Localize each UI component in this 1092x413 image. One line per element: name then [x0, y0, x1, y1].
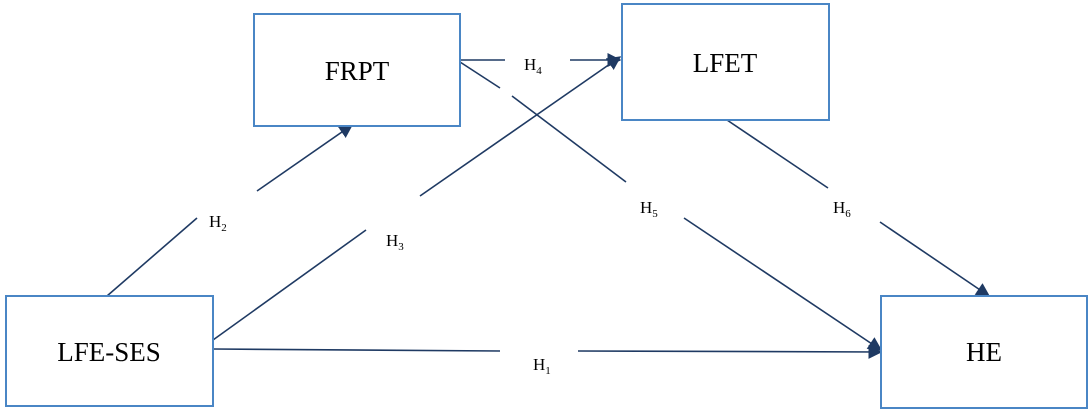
label-h5: H5 [640, 198, 658, 220]
edge-h6 [726, 119, 991, 297]
label-h6: H6 [833, 198, 851, 220]
edge-h5 [459, 61, 883, 351]
svg-text:HE: HE [966, 337, 1002, 367]
node-lfe-ses: LFE-SES [5, 295, 214, 407]
edge-h1 [212, 344, 883, 359]
label-h2: H2 [209, 212, 227, 234]
label-h4: H4 [524, 55, 542, 77]
edge-h2 [106, 124, 354, 297]
svg-text:LFET: LFET [693, 48, 758, 78]
svg-text:LFE-SES: LFE-SES [57, 337, 161, 367]
svg-text:FRPT: FRPT [325, 56, 390, 86]
label-h1: H1 [533, 355, 551, 377]
edge-h3 [212, 56, 622, 341]
node-he: HE [880, 295, 1088, 409]
label-h3: H3 [386, 231, 404, 253]
node-lfet: LFET [621, 3, 830, 121]
node-frpt: FRPT [253, 13, 461, 127]
